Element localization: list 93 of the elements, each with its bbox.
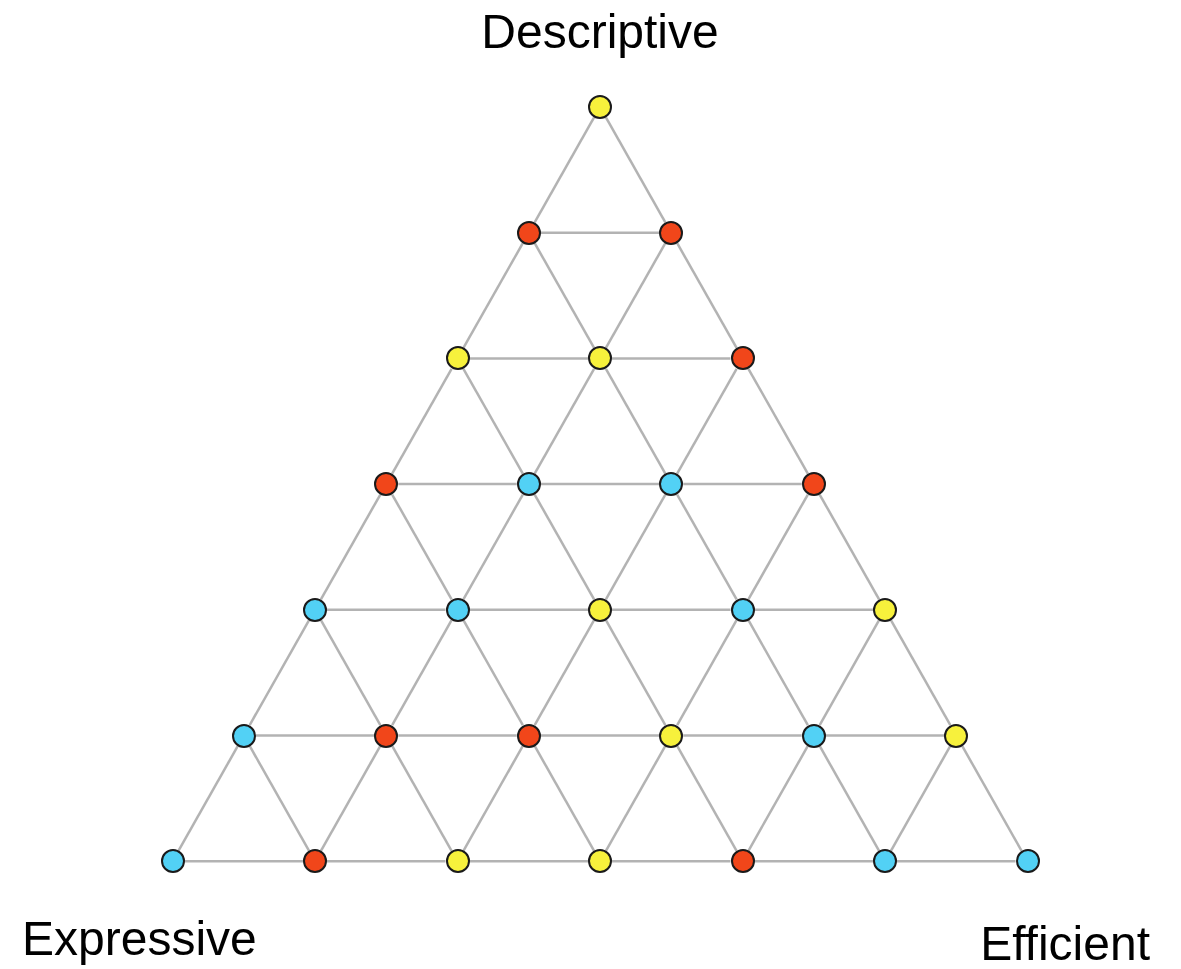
lattice-node-circle: [730, 597, 755, 622]
connector-line: [612, 859, 731, 863]
lattice-node-circle: [445, 346, 470, 371]
connector-line: [533, 619, 596, 726]
connector-line: [184, 859, 303, 863]
lattice-node-circle: [659, 472, 684, 497]
connector-line: [818, 493, 881, 600]
connector-line: [612, 608, 731, 612]
connector-line: [533, 242, 596, 349]
connector-line: [398, 734, 517, 737]
connector-line: [391, 619, 453, 726]
connector-line: [540, 482, 660, 486]
connector-line: [319, 493, 382, 600]
corner-label: Expressive: [22, 915, 257, 963]
connector-line: [754, 608, 873, 612]
lattice-node-circle: [588, 346, 612, 371]
connector-line: [248, 745, 311, 852]
connector-line: [533, 368, 596, 475]
connector-line: [533, 116, 596, 223]
connector-line: [747, 368, 809, 475]
connector-line: [177, 745, 239, 852]
lattice-node-circle: [801, 723, 826, 748]
lattice-node-circle: [303, 597, 327, 622]
connector-line: [747, 493, 809, 600]
lattice-node-circle: [1015, 849, 1040, 874]
connector-line: [327, 859, 446, 863]
connector-line: [319, 745, 382, 852]
connector-line: [604, 619, 667, 726]
connector-line: [676, 493, 738, 600]
connector-line: [327, 608, 446, 612]
connector-line: [533, 745, 596, 852]
connector-line: [604, 493, 667, 600]
connector-line: [683, 734, 802, 737]
connector-line: [533, 493, 596, 600]
lattice-node-circle: [588, 95, 612, 119]
lattice-node-circle: [659, 723, 684, 748]
connector-line: [604, 116, 667, 223]
connector-line: [248, 619, 311, 726]
connector-line: [391, 368, 453, 475]
connector-line: [540, 231, 660, 234]
connector-line: [391, 745, 453, 852]
connector-line: [604, 368, 667, 475]
connector-line: [747, 745, 809, 852]
lattice-node-circle: [445, 849, 470, 874]
connector-line: [825, 734, 945, 737]
connector-line: [462, 242, 524, 349]
lattice-node-circle: [659, 220, 684, 245]
corner-label: Descriptive: [481, 8, 719, 56]
connector-line: [398, 482, 517, 486]
connector-line: [604, 745, 667, 852]
connector-line: [889, 619, 952, 726]
connector-line: [889, 745, 952, 852]
lattice-node-circle: [944, 723, 969, 748]
connector-line: [469, 357, 588, 360]
connector-line: [676, 619, 738, 726]
lattice-node-circle: [730, 346, 755, 371]
lattice-node-circle: [873, 597, 897, 622]
lattice-node-circle: [801, 472, 826, 497]
lattice-node-circle: [374, 472, 399, 497]
lattice-node-circle: [160, 849, 185, 874]
connector-line: [319, 619, 382, 726]
connector-line: [255, 734, 375, 737]
connector-line: [683, 482, 802, 486]
connector-line: [676, 242, 738, 349]
lattice-node-circle: [374, 723, 399, 748]
lattice-node-circle: [303, 849, 327, 874]
connector-line: [391, 493, 453, 600]
lattice-node-circle: [588, 849, 612, 874]
connector-line: [469, 859, 588, 863]
lattice-node-circle: [730, 849, 755, 874]
connector-line: [754, 859, 873, 863]
connector-line: [961, 745, 1023, 852]
connector-line: [747, 619, 809, 726]
connector-line: [676, 368, 738, 475]
corner-label: Efficient: [980, 920, 1150, 968]
connector-line: [676, 745, 738, 852]
lattice-node-circle: [516, 723, 541, 748]
connector-line: [612, 357, 731, 360]
connector-line: [462, 493, 524, 600]
connector-line: [469, 608, 588, 612]
lattice-node-circle: [873, 849, 897, 874]
lattice-node-circle: [231, 723, 256, 748]
connector-line: [462, 368, 524, 475]
connector-line: [604, 242, 667, 349]
connector-line: [897, 859, 1016, 863]
lattice-node-circle: [588, 597, 612, 622]
lattice-node-circle: [445, 597, 470, 622]
connector-line: [462, 619, 524, 726]
connector-line: [818, 745, 881, 852]
connector-line: [462, 745, 524, 852]
lattice-node-circle: [516, 220, 541, 245]
connector-line: [540, 734, 660, 737]
lattice-node-circle: [516, 472, 541, 497]
